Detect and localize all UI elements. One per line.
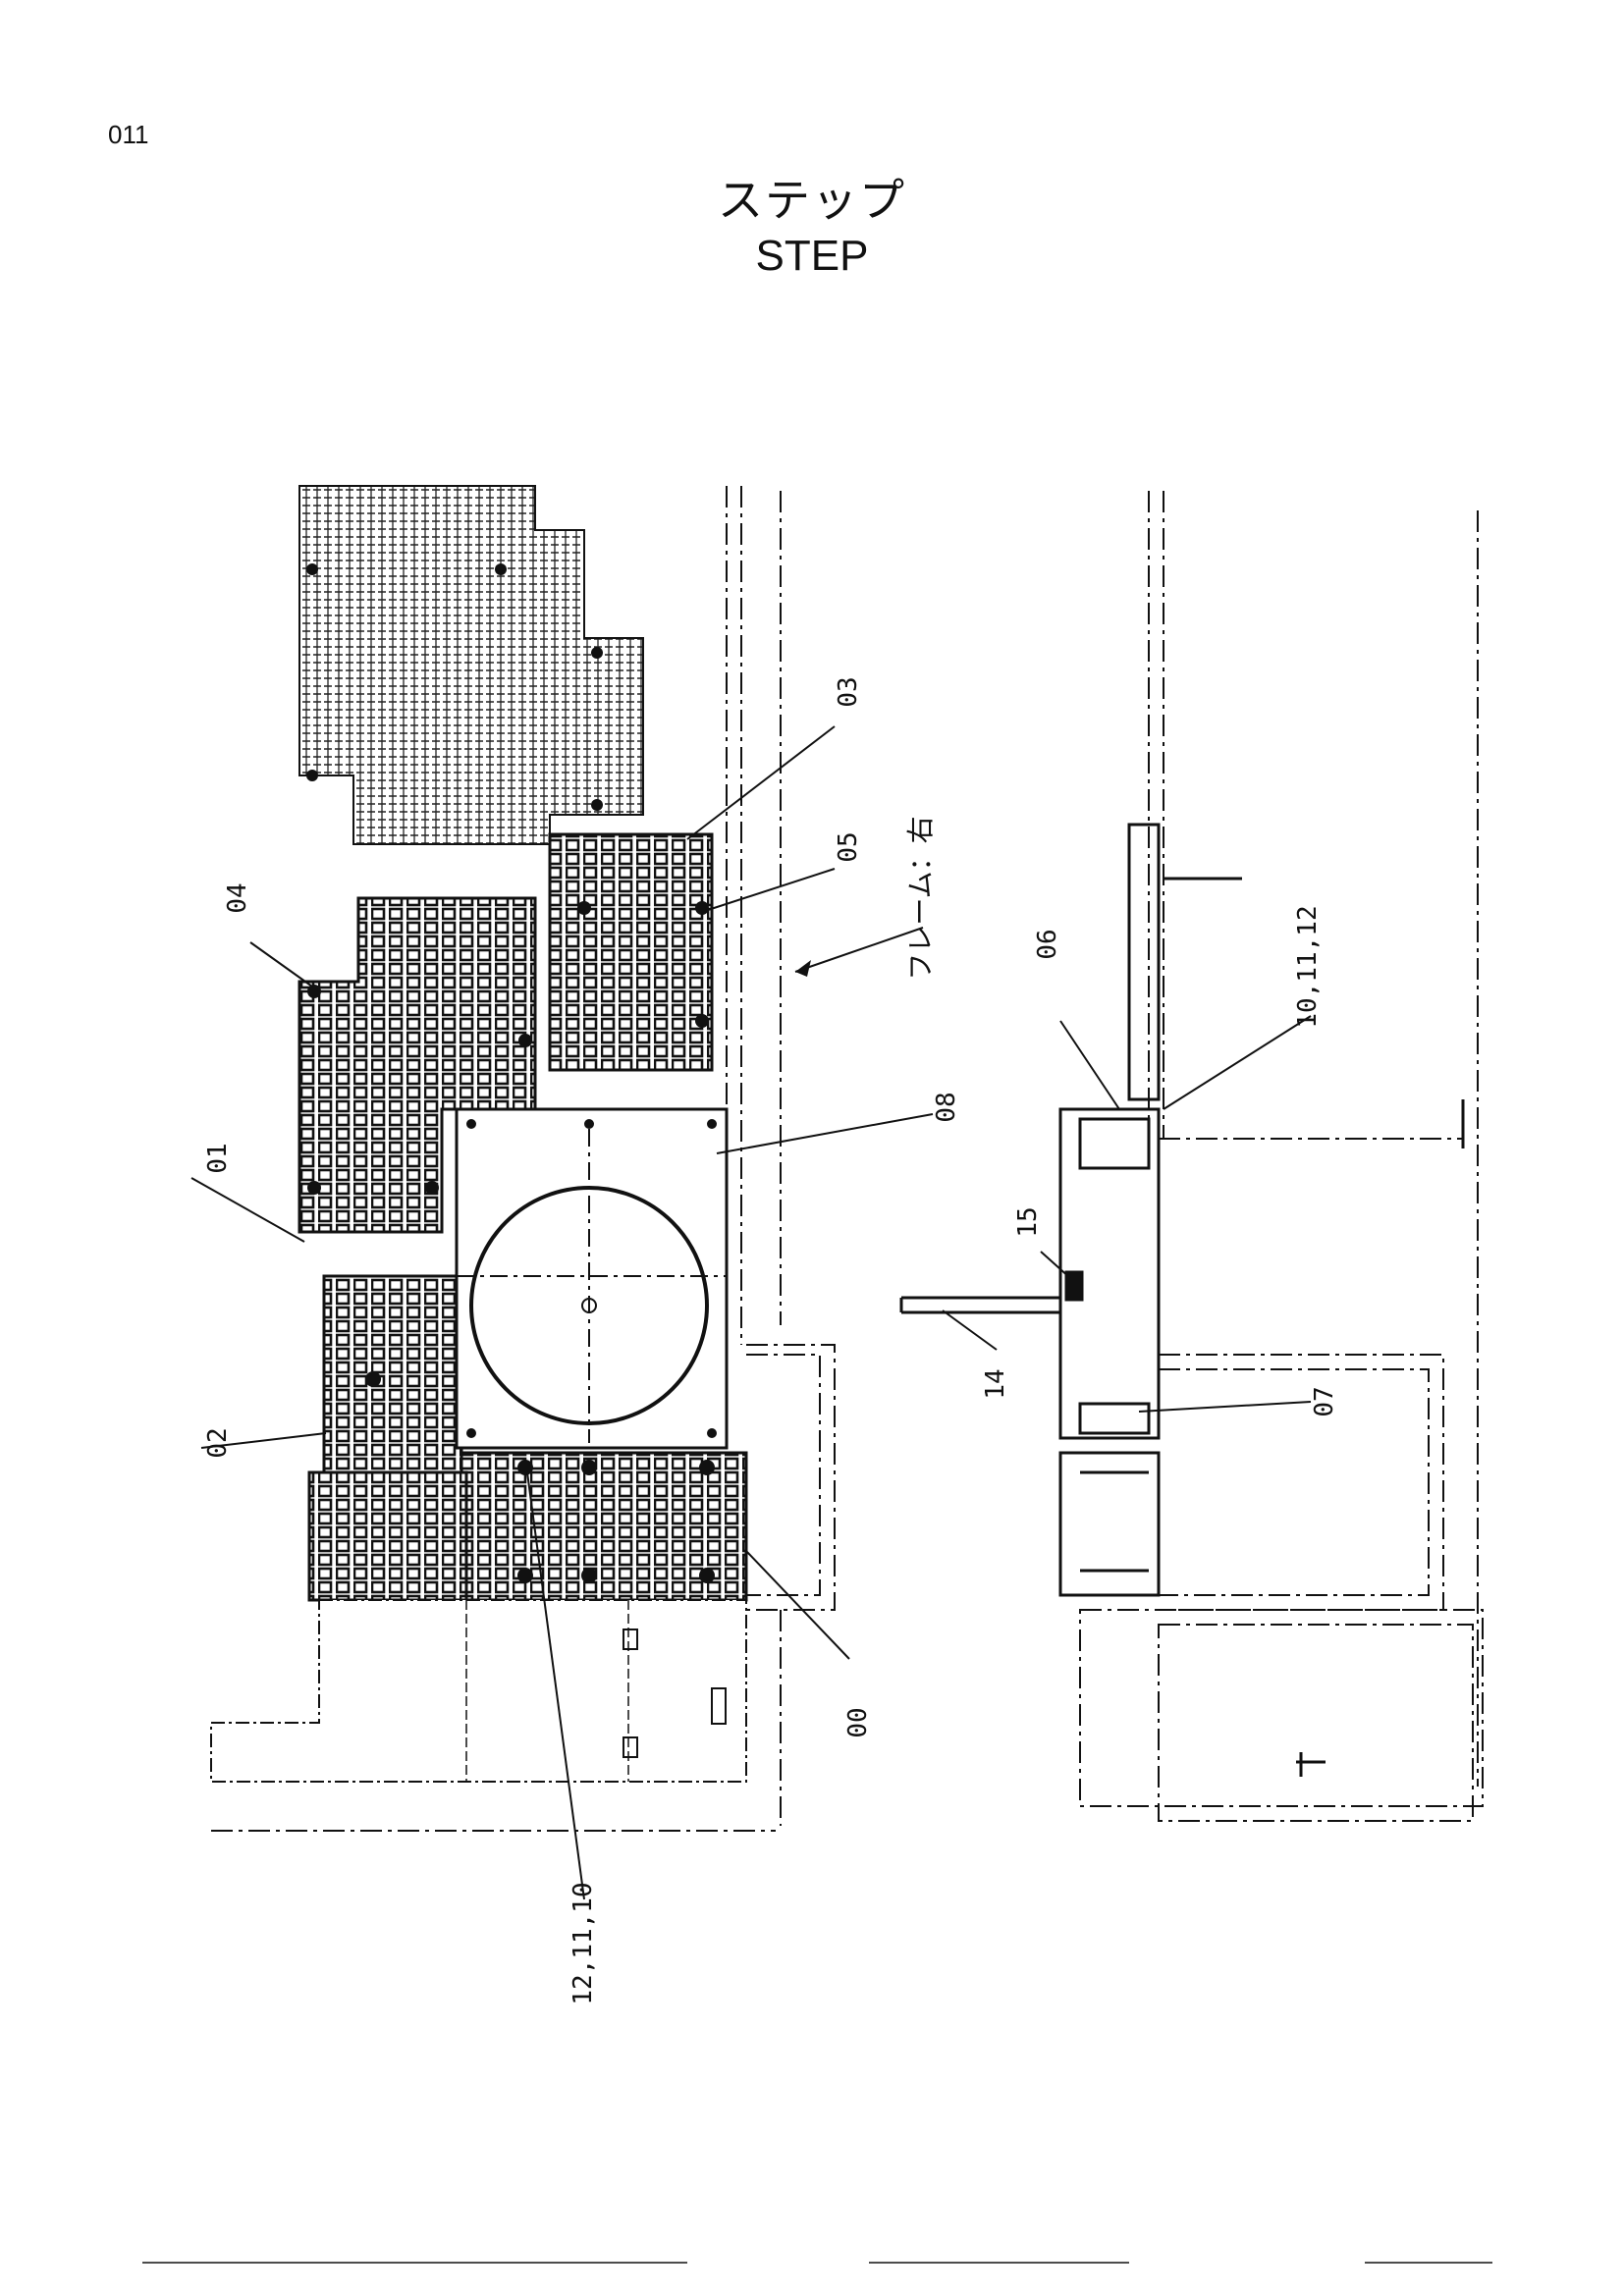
- side-view: [899, 491, 1484, 1822]
- label-01: 01: [203, 1143, 233, 1173]
- label-bolts-right: 10,11,12: [1293, 905, 1323, 1028]
- grating-panel-00: [460, 1451, 748, 1602]
- label-04: 04: [223, 882, 252, 913]
- label-07: 07: [1310, 1386, 1339, 1416]
- plan-view: [210, 485, 836, 1832]
- label-15: 15: [1013, 1206, 1043, 1237]
- page-number: 011: [108, 120, 149, 149]
- leader-lines: [190, 725, 1312, 1900]
- label-bolts-left: 12,11,10: [568, 1882, 598, 2004]
- grating-panel-03: [548, 832, 714, 1072]
- title-japanese: ステップ: [718, 174, 906, 227]
- frame-arrow: [795, 960, 811, 977]
- grating-panel-lower-left: [307, 1470, 468, 1602]
- step-bracket-upper: [1127, 823, 1161, 1101]
- label-00: 00: [843, 1707, 873, 1737]
- label-05: 05: [834, 831, 863, 862]
- title-english: STEP: [755, 232, 869, 280]
- label-03: 03: [834, 676, 863, 707]
- label-02: 02: [203, 1427, 233, 1458]
- upper-grating-area: [298, 485, 644, 845]
- bolt-markers: [306, 563, 715, 1583]
- label-08: 08: [932, 1092, 961, 1122]
- step-box-07: [1058, 1451, 1161, 1597]
- label-06: 06: [1033, 929, 1062, 959]
- label-frame-note: フレーム：右: [904, 816, 937, 980]
- lower-frame-box: [210, 1599, 747, 1783]
- step-box-06: [1058, 1107, 1161, 1440]
- label-14: 14: [981, 1368, 1010, 1399]
